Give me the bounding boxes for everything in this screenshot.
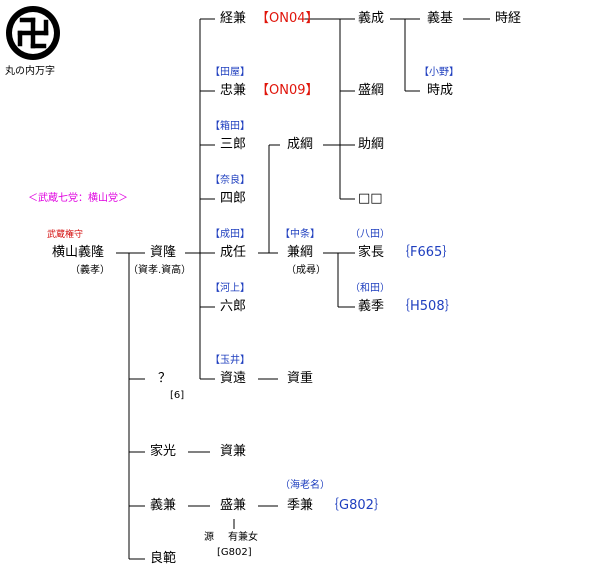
person-code: 【ON09】	[256, 83, 319, 98]
person-alias: （成尋）	[286, 265, 326, 276]
clan-tag: 【中条】	[280, 229, 320, 240]
clan-tag: 【奈良】	[210, 175, 250, 186]
person-tadakane: 忠兼	[220, 83, 247, 98]
person-tokitsune: 時経	[495, 11, 522, 26]
person-note: [6]	[170, 390, 185, 401]
person-sukitaka: 資隆	[150, 245, 177, 260]
person-yoshisue: 義季	[358, 299, 385, 314]
person-yokoyama-yoshitaka: 横山義隆	[52, 245, 105, 260]
clan-tag: 【小野】	[419, 67, 459, 78]
clan-tag: （和田）	[350, 283, 390, 294]
crest-caption: 丸の内万字	[5, 66, 55, 77]
clan-label: ＜武蔵七党：横山党＞	[28, 193, 128, 204]
person-suketuna: 助綱	[358, 137, 385, 152]
person-code: ｛F665｝	[397, 245, 456, 260]
clan-tag: （八田）	[350, 229, 390, 240]
person-sukeshige: 資重	[287, 371, 314, 386]
person-shiro: 四郎	[220, 191, 247, 206]
person-title: 武蔵権守	[47, 230, 84, 240]
clan-tag: 【河上】	[210, 283, 250, 294]
person-saburo: 三郎	[220, 137, 247, 152]
person-nariyuna: 成綱	[287, 137, 314, 152]
person-wife: 有兼女	[228, 532, 258, 543]
person-narito: 成任	[220, 245, 247, 260]
person-code: ｛G802｝	[326, 498, 387, 513]
clan-tag: （海老名）	[280, 480, 330, 491]
person-yoshinori: 良範	[150, 551, 177, 566]
wife-prefix: 源	[204, 532, 214, 543]
clan-tag: 【成田】	[210, 229, 250, 240]
person-alias: （義孝）	[70, 265, 110, 276]
person-morituna: 盛綱	[358, 83, 385, 98]
person-unknown2: □□	[358, 191, 383, 206]
person-yoshimoto: 義基	[427, 11, 454, 26]
person-yoshikane: 義兼	[150, 498, 177, 513]
clan-tag: 【田屋】	[210, 67, 250, 78]
person-rokuro: 六郎	[220, 299, 247, 314]
clan-tag: 【箱田】	[210, 121, 250, 132]
manji-crest-icon	[6, 6, 60, 60]
person-yoshinari: 義成	[358, 11, 385, 26]
person-unknown: ？	[158, 371, 172, 386]
person-sukekane: 資兼	[220, 444, 247, 459]
person-ienaga: 家長	[358, 245, 385, 260]
person-tokinari: 時成	[427, 83, 454, 98]
person-morikane: 盛兼	[220, 498, 247, 513]
person-kanetuna: 兼綱	[287, 245, 314, 260]
person-alias: （資孝.資高）	[128, 265, 192, 276]
person-tsunekane: 経兼	[220, 11, 247, 26]
person-code: 【ON04】	[256, 11, 319, 26]
person-note: [G802]	[217, 547, 252, 558]
person-ieharu: 家光	[150, 444, 177, 459]
person-code: ｛H508｝	[397, 299, 458, 314]
person-suekane: 季兼	[287, 498, 314, 513]
clan-tag: 【玉井】	[210, 355, 250, 366]
person-suketo: 資遠	[220, 371, 247, 386]
